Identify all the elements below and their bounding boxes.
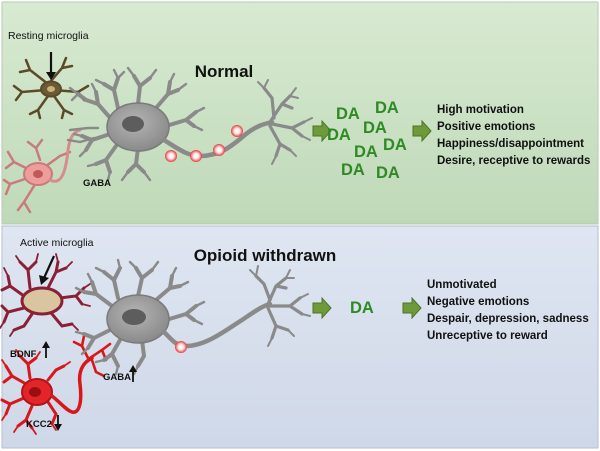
normal-arrow-to-da bbox=[312, 119, 332, 143]
normal-panel bbox=[1, 1, 599, 225]
da-label: DA bbox=[383, 136, 407, 154]
withdrawn-arrow-to-da bbox=[312, 296, 332, 320]
da-label: DA bbox=[375, 99, 399, 117]
withdrawn-title: Opioid withdrawn bbox=[194, 246, 337, 265]
da-label: DA bbox=[376, 164, 400, 182]
gaba-up-arrow bbox=[129, 365, 137, 382]
gaba-label-normal: GABA bbox=[83, 178, 111, 189]
effect-item: Desire, receptive to rewards bbox=[437, 155, 590, 167]
normal-arrow-to-effects bbox=[412, 119, 432, 143]
effect-item: Despair, depression, sadness bbox=[427, 313, 589, 325]
resting-microglia-arrowhead bbox=[46, 72, 56, 80]
da-label: DA bbox=[327, 126, 351, 144]
effect-item: Unmotivated bbox=[427, 279, 497, 291]
kcc2-down-arrow bbox=[54, 415, 62, 431]
bdnf-label: BDNF bbox=[10, 349, 37, 360]
withdrawn-arrow-to-effects bbox=[402, 296, 422, 320]
effect-item: Positive emotions bbox=[437, 121, 535, 133]
gaba-neuron-withdrawn bbox=[0, 334, 112, 435]
da-label: DA bbox=[354, 143, 378, 161]
resting-microglia bbox=[12, 56, 90, 120]
resting-microglia-label: Resting microglia bbox=[8, 30, 89, 42]
da-label: DA bbox=[336, 105, 360, 123]
active-microglia bbox=[0, 253, 91, 337]
da-label: DA bbox=[341, 161, 365, 179]
dopamine-neuron-normal bbox=[66, 66, 313, 182]
kcc2-label: KCC2 bbox=[26, 419, 52, 430]
effect-item: Happiness/disappointment bbox=[437, 138, 584, 150]
normal-effects-list: High motivation Positive emotions Happin… bbox=[437, 104, 590, 167]
effect-item: High motivation bbox=[437, 104, 524, 116]
normal-title: Normal bbox=[195, 62, 254, 81]
gaba-label-withdrawn: GABA bbox=[103, 372, 131, 383]
active-microglia-label: Active microglia bbox=[20, 237, 94, 249]
withdrawn-panel bbox=[1, 225, 599, 449]
dopamine-cluster-normal: DA DA DA DA DA DA DA DA bbox=[327, 99, 407, 182]
da-label: DA bbox=[363, 119, 387, 137]
bdnf-up-arrow bbox=[42, 341, 50, 358]
active-microglia-arrowhead bbox=[39, 275, 49, 285]
dopamine-neuron-withdrawn bbox=[74, 258, 311, 376]
gaba-neuron-normal bbox=[2, 128, 82, 214]
withdrawn-effects-list: Unmotivated Negative emotions Despair, d… bbox=[427, 279, 589, 342]
active-microglia-arrow bbox=[42, 255, 56, 279]
effect-item: Unreceptive to reward bbox=[427, 330, 548, 342]
release-sites-normal bbox=[165, 125, 243, 162]
effect-item: Negative emotions bbox=[427, 296, 529, 308]
release-site-withdrawn bbox=[175, 341, 187, 353]
da-label-withdrawn: DA bbox=[350, 299, 374, 317]
